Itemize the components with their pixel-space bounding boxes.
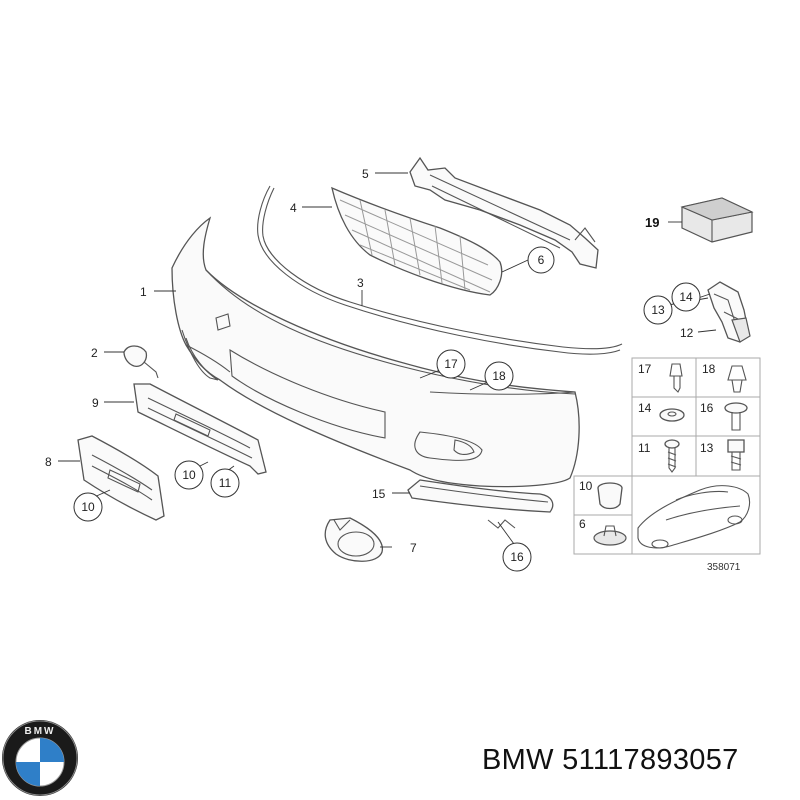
touch-up-kit-box (680, 197, 754, 243)
rivet-18-sketch (727, 365, 747, 393)
callout-17: 17 (444, 357, 458, 371)
screw-11-sketch (664, 439, 680, 473)
upper-carrier (409, 156, 599, 269)
grid-label-6: 6 (579, 517, 586, 531)
fog-light-trim (324, 517, 383, 562)
grid-label-18: 18 (702, 362, 716, 376)
grid-label-16: 16 (700, 401, 714, 415)
callout-8: 8 (45, 455, 52, 469)
hardware-labels: 17 18 14 16 11 13 10 6 (579, 362, 716, 531)
callout-18: 18 (492, 369, 506, 383)
callouts: 1 2 3 4 5 7 8 9 12 15 19 (45, 167, 694, 555)
bmw-logo: BMW (2, 720, 78, 796)
callout-10b: 10 (81, 500, 95, 514)
callout-16: 16 (510, 550, 524, 564)
hardware-grid (573, 357, 761, 555)
callout-15: 15 (372, 487, 386, 501)
grid-label-14: 14 (638, 401, 652, 415)
callout-14: 14 (679, 290, 693, 304)
part-number-label: BMW 51117893057 (482, 744, 739, 777)
bumper-cover (171, 216, 580, 488)
grid-label-17: 17 (638, 362, 652, 376)
grid-label-10: 10 (579, 479, 593, 493)
callout-1: 1 (140, 285, 147, 299)
callout-13: 13 (651, 303, 665, 317)
license-plate-base (77, 435, 165, 521)
callout-4: 4 (290, 201, 297, 215)
callout-2: 2 (91, 346, 98, 360)
callout-5: 5 (362, 167, 369, 181)
tow-hook-cover (123, 345, 159, 379)
grommet-10-sketch (597, 482, 623, 510)
callout-7: 7 (410, 541, 417, 555)
diagram-code: 358071 (707, 562, 741, 573)
screw-16-sketch (724, 402, 748, 431)
lower-spoiler (407, 479, 554, 529)
rivet-17-sketch (669, 363, 683, 393)
grid-label-11: 11 (638, 441, 651, 455)
grid-label-13: 13 (700, 441, 714, 455)
brand-name: BMW (482, 744, 554, 776)
part-number: 51117893057 (562, 744, 739, 776)
side-bracket (707, 281, 751, 343)
callout-10a: 10 (182, 468, 196, 482)
callout-11: 11 (219, 476, 232, 490)
callout-19: 19 (645, 215, 659, 230)
callout-9: 9 (92, 396, 99, 410)
logo-letters: BMW (25, 726, 56, 737)
grille (331, 186, 503, 296)
bolt-13-sketch (727, 439, 745, 471)
circled-callouts: 6 17 18 10 11 10 13 14 16 (73, 246, 701, 572)
washer-14-sketch (659, 408, 685, 422)
callout-12: 12 (680, 326, 694, 340)
car-silhouette (637, 485, 751, 549)
callout-6: 6 (538, 253, 545, 267)
callout-3: 3 (357, 276, 364, 290)
clip-6-sketch (593, 525, 627, 546)
seal-strip (257, 185, 623, 355)
license-plate-bracket (133, 383, 267, 475)
